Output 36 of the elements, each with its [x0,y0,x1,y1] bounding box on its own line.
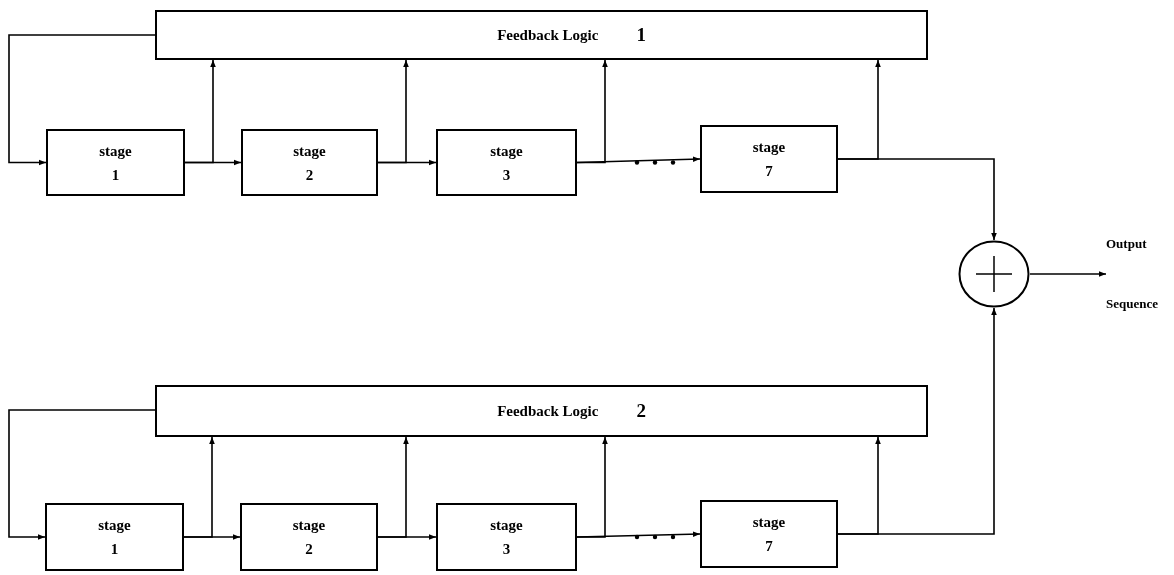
feedback-logic-box [155,10,928,60]
stage-label: stage 1 [98,142,133,185]
arrow [576,436,608,538]
box-title: Feedback Logic [497,401,599,421]
arrow [8,409,156,540]
arrow [837,307,997,535]
arrow [837,158,997,241]
stage-label: stage 7 [751,138,787,181]
feedback-logic-box [155,385,928,437]
arrow [576,59,608,164]
stage-box [436,503,577,571]
stage-box [241,129,378,196]
stage-box [700,125,838,193]
stage-box [240,503,378,571]
output-label: Sequence [1106,296,1158,312]
arrow [377,436,409,538]
adder-circle [958,240,1030,308]
stage-label: stage 2 [291,516,327,559]
arrow [183,436,215,538]
stage-box [46,129,185,196]
arrow [184,59,216,164]
stage-box [45,503,184,571]
arrow [8,34,156,166]
box-number: 2 [636,398,646,423]
stage-box [436,129,577,196]
box-title: Feedback Logic [497,25,599,45]
stage-box [700,500,838,568]
arrow [1029,271,1107,277]
box-number: 1 [636,22,646,47]
arrow [377,59,409,164]
stage-label: stage 7 [751,513,787,556]
stage-label: stage 3 [489,516,524,559]
stage-label: stage 3 [489,142,524,185]
stage-label: stage 2 [292,142,327,185]
output-label: Output [1106,236,1147,252]
stage-label: stage 1 [97,516,132,559]
